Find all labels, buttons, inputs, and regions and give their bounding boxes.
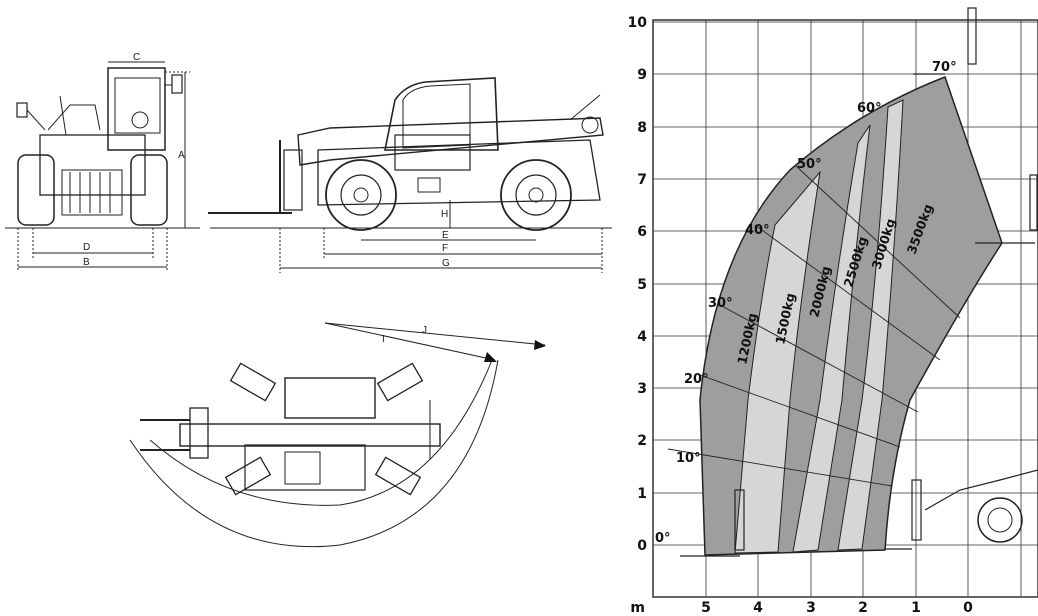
y-tick-label: 0 <box>637 538 647 554</box>
angle-label: 10° <box>676 451 701 466</box>
top-view: I J <box>129 322 546 548</box>
zone-3000kg <box>837 99 904 551</box>
zone-2500kg <box>792 124 871 553</box>
capacity-zones <box>699 76 1003 556</box>
y-tick-label: 1 <box>637 486 647 502</box>
dim-g-label: G <box>442 258 450 269</box>
dim-h-label: H <box>441 209 448 220</box>
angle-label: 60° <box>857 101 882 116</box>
dim-j-label: J <box>422 325 427 336</box>
angle-label: 20° <box>684 372 709 387</box>
side-view: H E F G <box>208 77 612 273</box>
unit-label: m <box>630 600 645 616</box>
x-tick-label: 2 <box>858 600 868 616</box>
front-view: C A D B <box>5 52 200 272</box>
dim-i-label: I <box>382 334 385 345</box>
x-tick-label: 5 <box>701 600 711 616</box>
dim-a-label: A <box>178 150 185 161</box>
x-tick-label: 4 <box>753 600 763 616</box>
y-tick-label: 3 <box>637 381 647 397</box>
dim-f-label: F <box>442 243 448 254</box>
y-tick-label: 9 <box>637 67 647 83</box>
dim-c-label: C <box>133 52 140 63</box>
angle-label: 50° <box>797 157 822 172</box>
angle-label: 30° <box>708 296 733 311</box>
x-tick-label: 0 <box>963 600 973 616</box>
angle-label: 70° <box>932 60 957 75</box>
dim-e-label: E <box>442 230 449 241</box>
dim-d-label: D <box>83 242 90 253</box>
y-tick-label: 10 <box>628 15 648 31</box>
y-tick-label: 2 <box>637 433 647 449</box>
y-tick-label: 7 <box>637 172 647 188</box>
y-tick-label: 8 <box>637 120 647 136</box>
boom-outlines <box>680 7 1038 557</box>
x-tick-label: 3 <box>806 600 816 616</box>
y-tick-label: 6 <box>637 224 647 240</box>
y-tick-label: 5 <box>637 277 647 293</box>
y-tick-label: 4 <box>637 329 647 345</box>
angle-rays <box>667 164 961 487</box>
angle-label: 40° <box>745 223 770 238</box>
zone-1500kg <box>734 170 821 554</box>
x-tick-label: 1 <box>911 600 921 616</box>
dim-b-label: B <box>83 257 90 268</box>
angle-label: 0° <box>655 531 671 546</box>
